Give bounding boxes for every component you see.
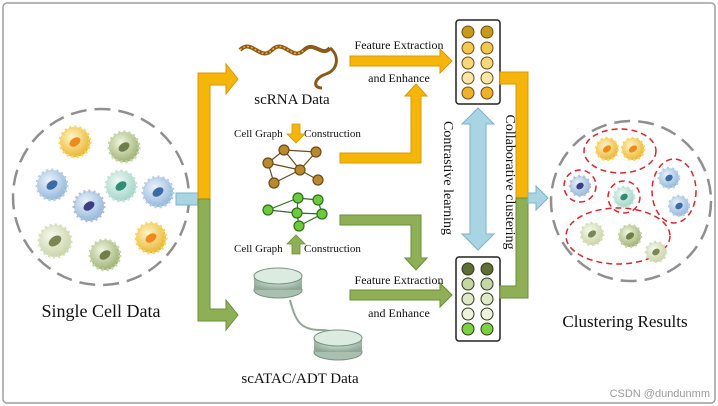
cell-icon bbox=[37, 223, 73, 259]
blue-connector bbox=[175, 192, 199, 206]
orange-down-arrow bbox=[286, 123, 306, 144]
embedding-matrix-bottom bbox=[455, 256, 501, 342]
cell-icon bbox=[104, 169, 138, 203]
cell-icon bbox=[58, 125, 92, 159]
cell-icon bbox=[35, 168, 69, 202]
cell-icon bbox=[141, 175, 175, 209]
cell-icon bbox=[88, 238, 122, 272]
single-cell-label: Single Cell Data bbox=[42, 301, 161, 321]
green-up-arrow bbox=[286, 234, 306, 255]
feature-bottom-line1: Feature Extraction bbox=[355, 273, 444, 287]
clustering-results-circle bbox=[549, 119, 713, 283]
cell-graph-bottom-label: Cell Graph bbox=[234, 243, 283, 255]
collaborative-label: Collaborative clustering bbox=[502, 115, 517, 250]
feature-top-line1: Feature Extraction bbox=[355, 38, 444, 52]
feature-arrow-bottom bbox=[349, 281, 453, 309]
graph-arrow-bottom bbox=[339, 214, 429, 271]
feature-top-line2: and Enhance bbox=[368, 71, 430, 85]
cell-graph-top bbox=[262, 144, 324, 189]
cell-graph-top-label: Cell Graph bbox=[234, 128, 283, 140]
embedding-matrix-top bbox=[455, 19, 501, 105]
chromatin-icon bbox=[253, 267, 363, 361]
contrastive-double-arrow bbox=[460, 107, 496, 251]
scrna-label: scRNA Data bbox=[254, 92, 330, 108]
single-cell-circle bbox=[11, 107, 191, 287]
construction-bottom-label: Construction bbox=[304, 243, 361, 255]
cell-graph-bottom bbox=[262, 192, 328, 232]
construction-top-label: Construction bbox=[304, 128, 361, 140]
results-arrow bbox=[527, 184, 549, 212]
graph-arrow-top bbox=[339, 83, 429, 164]
cell-icon bbox=[107, 130, 141, 164]
clustering-results-label: Clustering Results bbox=[562, 312, 687, 331]
yellow-arrow-up bbox=[197, 62, 239, 200]
green-arrow-down bbox=[197, 198, 239, 332]
rna-strand-icon bbox=[238, 44, 338, 90]
collab-arrow-bottom bbox=[499, 197, 529, 299]
watermark: CSDN @dundunmm bbox=[609, 388, 710, 400]
contrastive-label: Contrastive learning bbox=[440, 121, 455, 235]
cell-icon bbox=[72, 189, 106, 223]
feature-arrow-top bbox=[349, 47, 453, 75]
scatac-label: scATAC/ADT Data bbox=[241, 371, 359, 387]
cell-icon bbox=[134, 221, 168, 255]
feature-bottom-line2: and Enhance bbox=[368, 306, 430, 320]
